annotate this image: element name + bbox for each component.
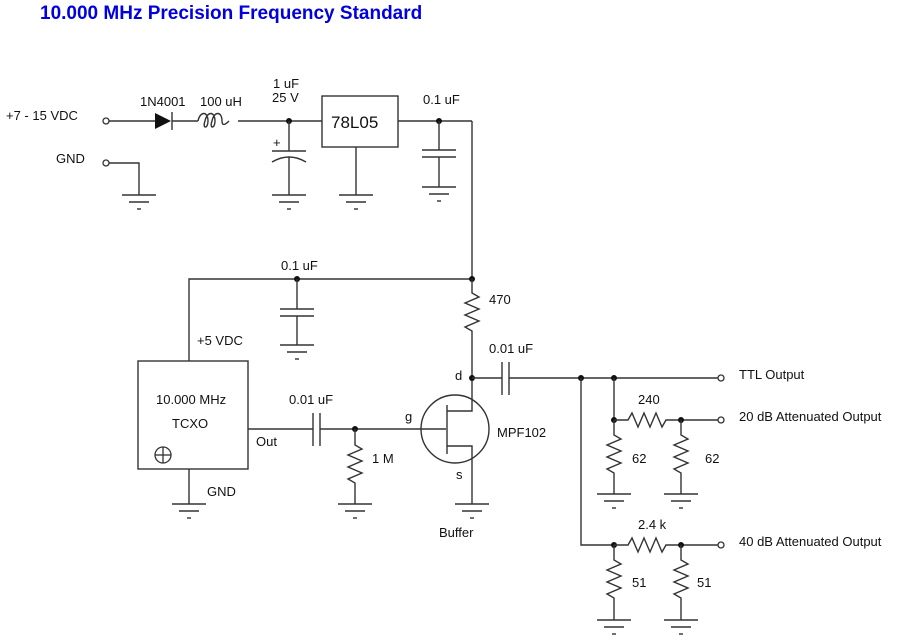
tcxo-gnd-label: GND [207, 484, 236, 499]
inductor-label: 100 uH [200, 94, 242, 109]
regulator-label: 78L05 [331, 113, 378, 132]
r-gate-symbol [346, 429, 364, 504]
vin-label: +7 - 15 VDC [6, 108, 78, 123]
att20-output-label: 20 dB Attenuated Output [739, 409, 882, 424]
ttl-output-label: TTL Output [739, 367, 805, 382]
cap-coupling-in-label: 0.01 uF [289, 392, 333, 407]
jfet-symbol [420, 378, 490, 504]
buffer-label: Buffer [439, 525, 474, 540]
cap-bypass-label: 0.1 uF [281, 258, 318, 273]
r-20db-shunt1-label: 62 [632, 451, 646, 466]
tcxo-type: TCXO [172, 416, 208, 431]
vin-terminal[interactable] [102, 117, 110, 125]
jfet-s-label: s [456, 467, 463, 482]
r-gate-label: 1 M [372, 451, 394, 466]
jfet-g-label: g [405, 409, 412, 424]
supply-label: +5 VDC [197, 333, 243, 348]
r-20db-series-label: 240 [638, 392, 660, 407]
ttl-output-terminal[interactable] [717, 374, 725, 382]
cap-coupling-out-label: 0.01 uF [489, 341, 533, 356]
diode-label: 1N4001 [140, 94, 186, 109]
cap-in-polarity: + [273, 135, 281, 150]
r-drain-symbol [463, 279, 481, 378]
jfet-label: MPF102 [497, 425, 546, 440]
r-40db-series-label: 2.4 k [638, 517, 667, 532]
trim-adjust-icon[interactable] [154, 446, 172, 464]
cap-out-label: 0.1 uF [423, 92, 460, 107]
r-20db-shunt2-label: 62 [705, 451, 719, 466]
att20-output-terminal[interactable] [717, 416, 725, 424]
jfet-d-label: d [455, 368, 462, 383]
inductor-symbol [197, 112, 230, 128]
r-40db-shunt1-label: 51 [632, 575, 646, 590]
r-drain-label: 470 [489, 292, 511, 307]
r-20db-series-symbol [614, 411, 718, 429]
gnd-terminal[interactable] [102, 159, 110, 167]
r-20db-shunt2-symbol [672, 420, 690, 494]
schematic-title: 10.000 MHz Precision Frequency Standard [40, 3, 423, 24]
tcxo-out-label: Out [256, 434, 277, 449]
gnd-label: GND [56, 151, 85, 166]
tcxo-block [137, 360, 249, 470]
r-40db-shunt2-symbol [672, 545, 690, 620]
r-40db-series-symbol [614, 536, 718, 554]
r-40db-shunt1-symbol [605, 545, 623, 620]
att40-output-label: 40 dB Attenuated Output [739, 534, 882, 549]
r-20db-shunt1-symbol [605, 420, 623, 494]
cap-in-value: 1 uF [273, 76, 299, 91]
diode-symbol [155, 112, 173, 130]
att40-output-terminal[interactable] [717, 541, 725, 549]
cap-in-voltage: 25 V [272, 90, 299, 105]
tcxo-freq: 10.000 MHz [156, 392, 226, 407]
r-40db-shunt2-label: 51 [697, 575, 711, 590]
